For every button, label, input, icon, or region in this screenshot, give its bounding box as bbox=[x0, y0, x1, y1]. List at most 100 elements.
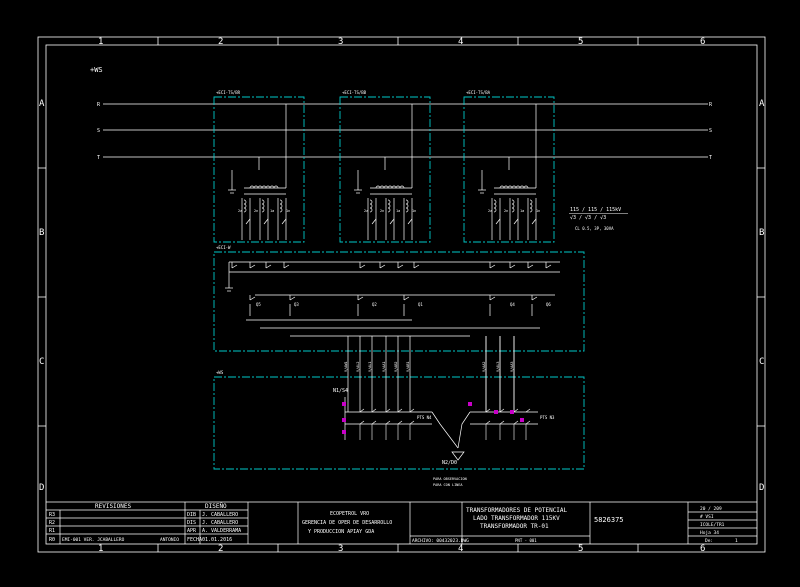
terminal-marker bbox=[468, 402, 472, 406]
winding-turn bbox=[405, 207, 409, 213]
row-label: A bbox=[39, 99, 45, 109]
company-line: GERENCIA DE OPER DE DESARROLLO bbox=[302, 520, 392, 526]
title-block bbox=[46, 501, 757, 544]
cable-label: V/AB1 bbox=[406, 361, 410, 372]
winding-turn bbox=[529, 207, 533, 213]
bus-label: +WS bbox=[90, 66, 103, 74]
test-switch bbox=[385, 408, 391, 413]
test-switch bbox=[409, 420, 415, 425]
cable-label: V/AL2 bbox=[356, 361, 360, 372]
note-line: PARA OBSERVACION bbox=[433, 477, 467, 481]
winding-turn bbox=[387, 207, 391, 213]
inner-frame bbox=[45, 44, 758, 545]
row-label: B bbox=[39, 228, 44, 238]
test-switch bbox=[485, 420, 491, 425]
winding-turn bbox=[261, 207, 265, 213]
busbars bbox=[103, 103, 708, 158]
winding-turn bbox=[273, 185, 279, 189]
test-switch bbox=[397, 420, 403, 425]
switch-label: Q3 bbox=[294, 302, 299, 307]
column-label: 1 bbox=[98, 37, 103, 47]
fuse-symbol bbox=[281, 218, 287, 225]
column-label: 1 bbox=[98, 544, 103, 554]
terminal-marker bbox=[342, 430, 346, 434]
terminal-blocks bbox=[342, 402, 531, 440]
winding-turn bbox=[399, 185, 405, 189]
phase-label: R bbox=[97, 102, 101, 108]
design-role: FECHA bbox=[187, 537, 202, 543]
switch-blade bbox=[231, 264, 238, 269]
phase-label: S bbox=[97, 128, 100, 134]
test-switch bbox=[409, 408, 415, 413]
winding-turn bbox=[493, 207, 497, 213]
terminal-marker bbox=[494, 410, 498, 414]
earth-arrow bbox=[451, 451, 465, 461]
column-label: 5 bbox=[578, 37, 583, 47]
test-switch bbox=[371, 408, 377, 413]
junction-box-label: +ECI-W bbox=[216, 245, 231, 250]
column-label: 6 bbox=[700, 37, 705, 47]
test-switch bbox=[513, 408, 519, 413]
phase-label: T bbox=[709, 155, 712, 161]
column-label: 4 bbox=[458, 37, 463, 47]
cubicle-label: +ECI-TS/BA bbox=[466, 90, 491, 95]
drawing-frame bbox=[37, 36, 766, 553]
cable-label: V/AB2 bbox=[394, 361, 398, 372]
ratio-annotation: 115 / 115 / 115kV √3 / √3 / √3 CL 0.5, 3… bbox=[570, 207, 621, 231]
column-label: 6 bbox=[700, 544, 705, 554]
company-line: Y PRODUCCION APIAY GDA bbox=[308, 529, 374, 535]
sheet-code: PNT - 001 bbox=[515, 538, 537, 543]
cubicle-3 bbox=[463, 96, 555, 243]
winding-turn bbox=[511, 207, 515, 213]
winding-label: 1n bbox=[412, 209, 416, 213]
lower-terminal-label: N2/D0 bbox=[442, 460, 457, 466]
breaker-blade bbox=[289, 296, 296, 301]
winding-turn bbox=[243, 207, 247, 213]
page-value: 1 bbox=[735, 538, 738, 544]
winding-label: 1a bbox=[270, 209, 274, 213]
winding-label: 2n bbox=[254, 209, 258, 213]
marshalling-box-label: +WS bbox=[216, 370, 224, 375]
switch-blade bbox=[545, 264, 552, 269]
breaker-blade bbox=[531, 296, 538, 301]
design-role: APR bbox=[187, 528, 197, 534]
revision-code: R2 bbox=[49, 520, 55, 526]
marshalling-box bbox=[213, 376, 585, 470]
column-label: 2 bbox=[218, 544, 223, 554]
phase-label: T bbox=[97, 155, 100, 161]
switch-label: Q2 bbox=[372, 302, 377, 307]
row-label: D bbox=[39, 483, 44, 493]
switch-blade bbox=[397, 264, 404, 269]
switch-blade bbox=[379, 264, 386, 269]
terminal-marker bbox=[510, 410, 514, 414]
ratio-line-3: CL 0.5, 3P, 30VA bbox=[575, 226, 614, 231]
fuse-symbol bbox=[371, 218, 377, 225]
switch-label: Q4 bbox=[510, 302, 515, 307]
design-name: 01.01.2016 bbox=[202, 537, 232, 543]
breaker-blade bbox=[357, 296, 364, 301]
cable-label: V/AW1 bbox=[344, 361, 348, 372]
test-switch bbox=[525, 420, 531, 425]
switch-blade bbox=[527, 264, 534, 269]
switch-blade bbox=[249, 264, 256, 269]
winding-label: 1n bbox=[286, 209, 290, 213]
terminal-marker bbox=[342, 418, 346, 422]
fuse-symbol bbox=[389, 218, 395, 225]
drawing-number: 5826375 bbox=[594, 516, 624, 524]
test-block-label: PTS N4 bbox=[417, 415, 432, 420]
revision-code: R3 bbox=[49, 512, 55, 518]
cable-label: V/AA2 bbox=[482, 361, 486, 372]
sheet-info: Hoja 34 bbox=[700, 530, 719, 536]
junction-switches bbox=[231, 262, 552, 316]
row-label: C bbox=[759, 357, 764, 367]
cubicle-label: +ECI-TS/BR bbox=[216, 90, 241, 95]
column-label: 2 bbox=[218, 37, 223, 47]
title-line: TRANSFORMADORES DE POTENCIAL bbox=[466, 507, 568, 514]
revision-name: ANTONIO bbox=[160, 537, 179, 543]
title-line: TRANSFORMADOR TR-01 bbox=[480, 523, 549, 530]
test-block-label: PTS N3 bbox=[540, 415, 555, 420]
